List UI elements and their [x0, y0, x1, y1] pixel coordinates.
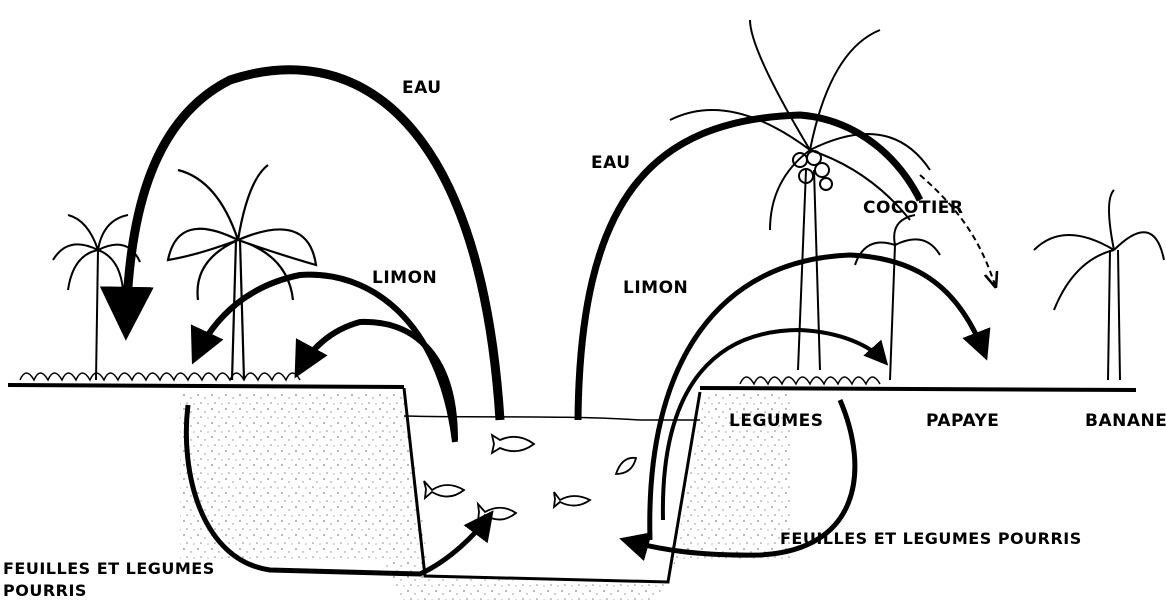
label-feuilles-right: FEUILLES ET LEGUMES POURRIS [780, 531, 1082, 547]
label-cocotier: COCOTIER [863, 200, 963, 217]
papaya-tree [855, 215, 940, 380]
ground [8, 385, 1136, 390]
banana-right [1034, 190, 1164, 380]
label-banane: BANANE [1085, 413, 1166, 430]
label-feuilles-left: FEUILLES ET LEGUMES POURRIS [3, 558, 263, 602]
left-banana [168, 165, 316, 380]
arrow-cocotier [920, 175, 995, 285]
fish [424, 435, 636, 521]
label-legumes: LEGUMES [729, 413, 823, 430]
label-eau-right: EAU [591, 155, 631, 172]
label-limon-right: LIMON [623, 280, 688, 297]
label-limon-left: LIMON [372, 270, 437, 287]
label-papaye: PAPAYE [926, 413, 999, 430]
label-eau-left: EAU [402, 80, 442, 97]
